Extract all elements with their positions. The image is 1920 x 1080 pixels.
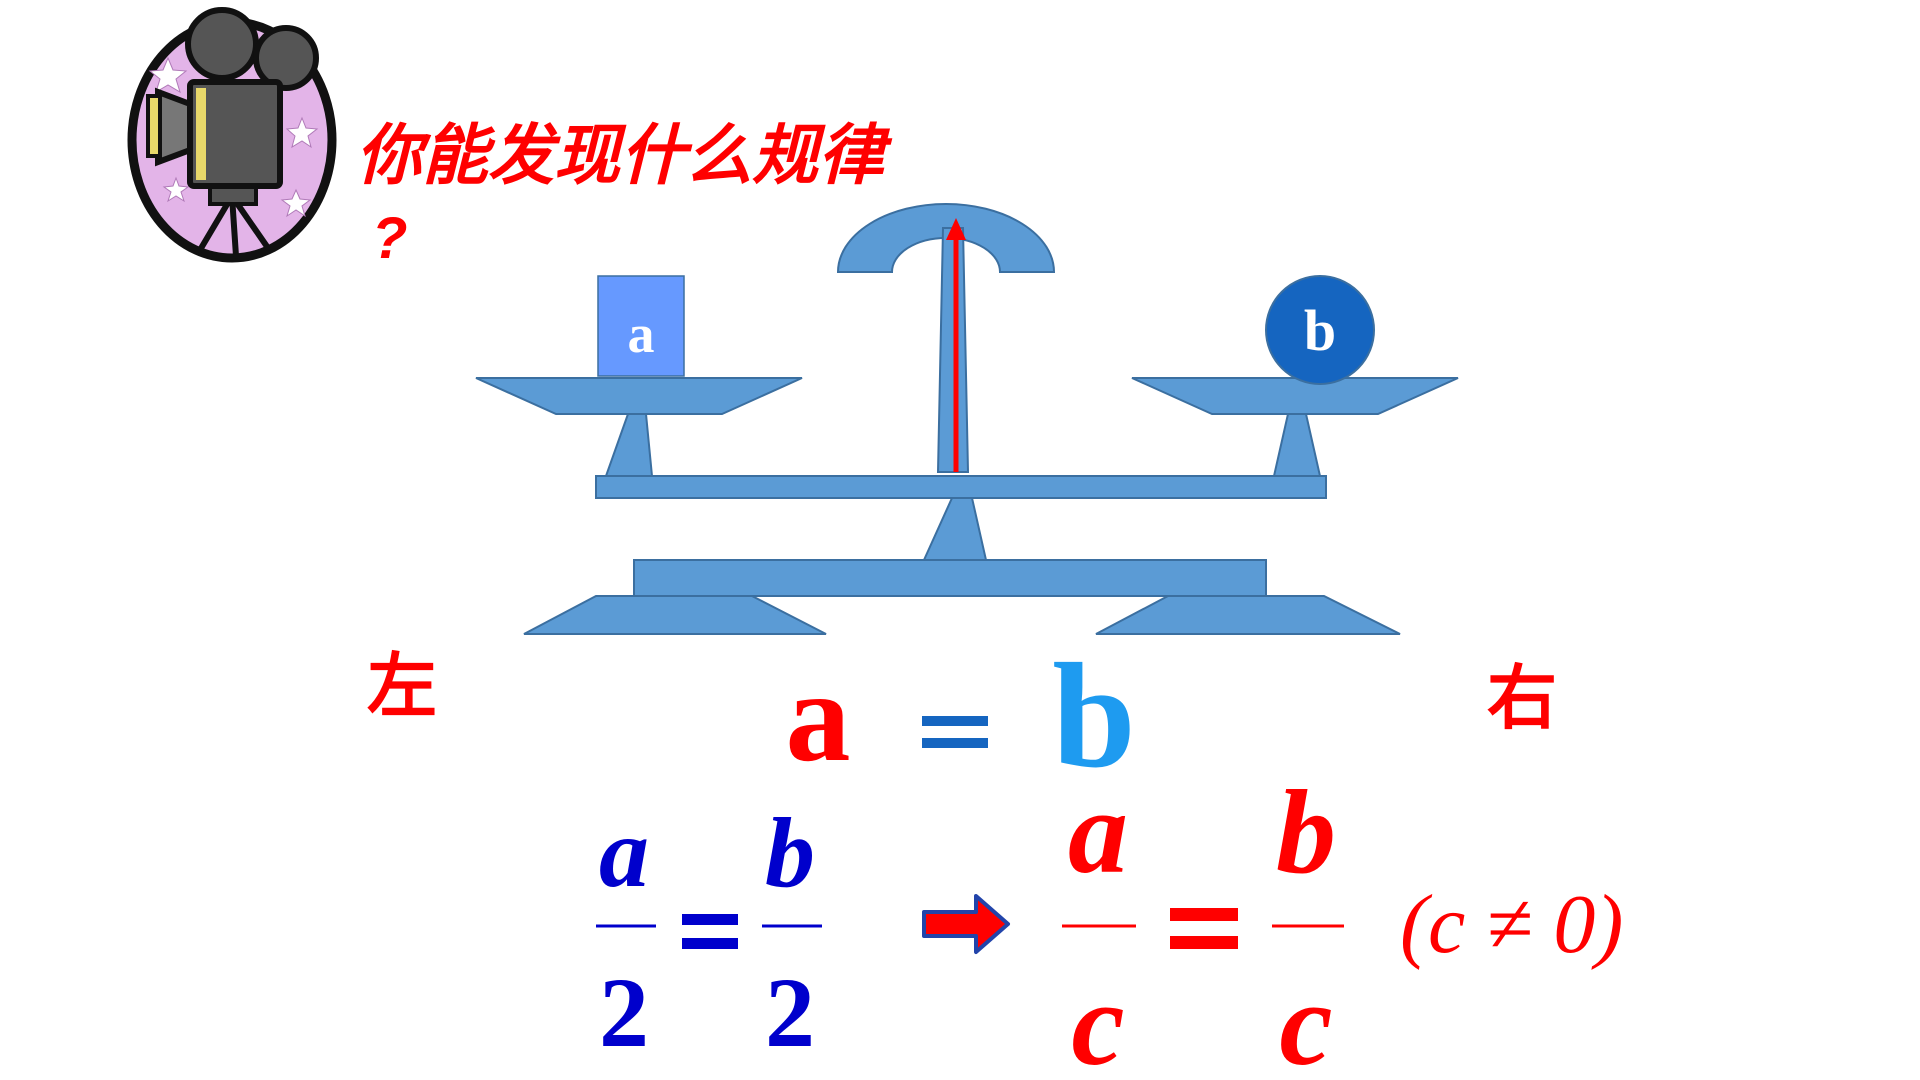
left-foot — [523, 595, 827, 635]
general-left-denominator: c — [1071, 957, 1124, 1080]
star-icon — [280, 188, 312, 218]
question-title: 你能发现什么规律 — [356, 118, 893, 192]
left-pan-support — [604, 413, 654, 477]
fraction-equals-sign — [682, 914, 738, 949]
right-side-label: 右 — [1487, 659, 1557, 737]
left-pan — [475, 377, 803, 415]
star-icon — [285, 116, 319, 149]
ball-b-label: b — [1304, 298, 1336, 363]
fraction-right-numerator: b — [765, 797, 815, 908]
block-a-label: a — [628, 304, 655, 364]
right-pan-support — [1272, 413, 1322, 477]
right-arrow-icon — [922, 894, 1010, 954]
fraction-equation: a 2 b 2 — [596, 797, 822, 1068]
general-equals-sign — [1170, 908, 1238, 949]
general-right-numerator: b — [1276, 765, 1336, 898]
fraction-left-denominator: 2 — [599, 957, 649, 1068]
equation-a: a — [786, 645, 851, 789]
right-foot — [1095, 595, 1401, 635]
scale-beam — [595, 475, 1327, 499]
star-icon — [148, 56, 188, 94]
scale-post — [936, 227, 970, 473]
scale-base — [633, 559, 1267, 597]
movie-camera-icon — [127, 7, 337, 263]
scale-fulcrum — [922, 497, 988, 561]
general-left-numerator: a — [1068, 765, 1128, 898]
left-side-label: 左 — [367, 647, 437, 725]
ball-b — [1265, 275, 1375, 385]
general-equation: a c b c (c ≠ 0) — [1062, 765, 1623, 1080]
equation-equals-sign — [922, 716, 988, 748]
right-pan — [1131, 377, 1459, 415]
pointer-arrow — [946, 218, 966, 472]
general-condition: (c ≠ 0) — [1400, 878, 1623, 971]
general-right-denominator: c — [1279, 957, 1332, 1080]
question-mark: ? — [372, 206, 407, 271]
fraction-right-denominator: 2 — [765, 957, 815, 1068]
star-icon — [162, 176, 190, 203]
fraction-left-numerator: a — [599, 797, 649, 908]
block-a — [597, 275, 685, 377]
equation-b: b — [1052, 633, 1135, 799]
balance-scale — [475, 203, 1459, 635]
